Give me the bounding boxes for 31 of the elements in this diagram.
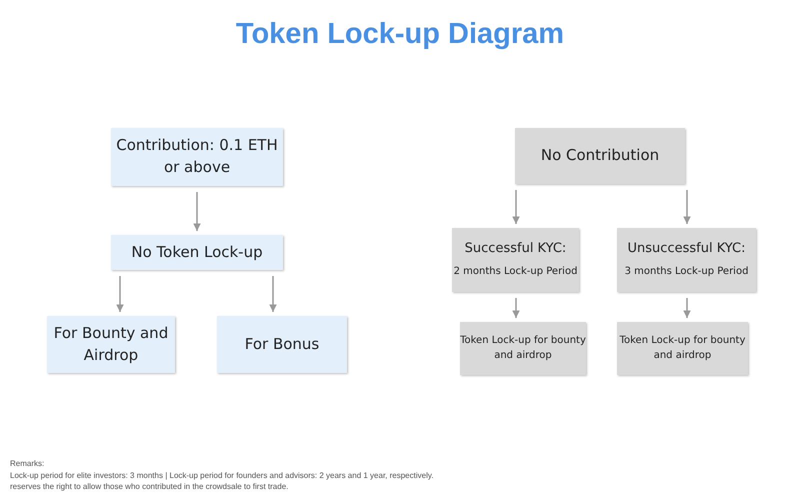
process-box bbox=[452, 228, 579, 292]
remark-text: Remarks: bbox=[10, 458, 46, 470]
box-label: Token Lock-up for bounty and airdrop bbox=[618, 334, 746, 362]
remark-text: reserves the right to allow those who contributed in the crowdsale to first trade. bbox=[10, 481, 290, 492]
arrow bbox=[512, 298, 520, 318]
process-box bbox=[617, 322, 748, 375]
process-box bbox=[111, 128, 283, 186]
diagram-title: Token Lock-up Diagram bbox=[234, 18, 566, 51]
process-box bbox=[617, 228, 756, 292]
process-box bbox=[460, 322, 586, 375]
arrow bbox=[683, 298, 691, 318]
arrow bbox=[683, 190, 691, 224]
remark-text: Lock-up period for elite investors: 3 months | Lock-up period for founders and advisors: 2 years and 1 year, respectively. bbox=[10, 470, 434, 481]
box-label: Unsuccessful KYC: bbox=[628, 240, 746, 258]
box-label: No Token Lock-up bbox=[131, 242, 263, 263]
box-label: Token Lock-up for bounty and airdrop bbox=[460, 334, 586, 362]
arrow bbox=[193, 192, 201, 231]
arrow bbox=[116, 276, 124, 312]
box-subtext: 2 months Lock-up Period bbox=[454, 265, 578, 280]
box-subtext: 3 months Lock-up Period bbox=[624, 265, 748, 280]
process-box bbox=[217, 316, 347, 373]
arrow bbox=[269, 276, 277, 312]
box-label: Successful KYC: bbox=[464, 240, 566, 258]
box-label: For Bounty and Airdrop bbox=[52, 322, 170, 366]
box-label: Contribution: 0.1 ETH or above bbox=[115, 135, 279, 178]
arrow bbox=[512, 190, 520, 224]
process-box bbox=[47, 316, 175, 373]
box-label: For Bonus bbox=[244, 334, 320, 355]
box-label: No Contribution bbox=[540, 145, 660, 166]
process-box bbox=[515, 128, 685, 184]
process-box bbox=[111, 235, 283, 270]
